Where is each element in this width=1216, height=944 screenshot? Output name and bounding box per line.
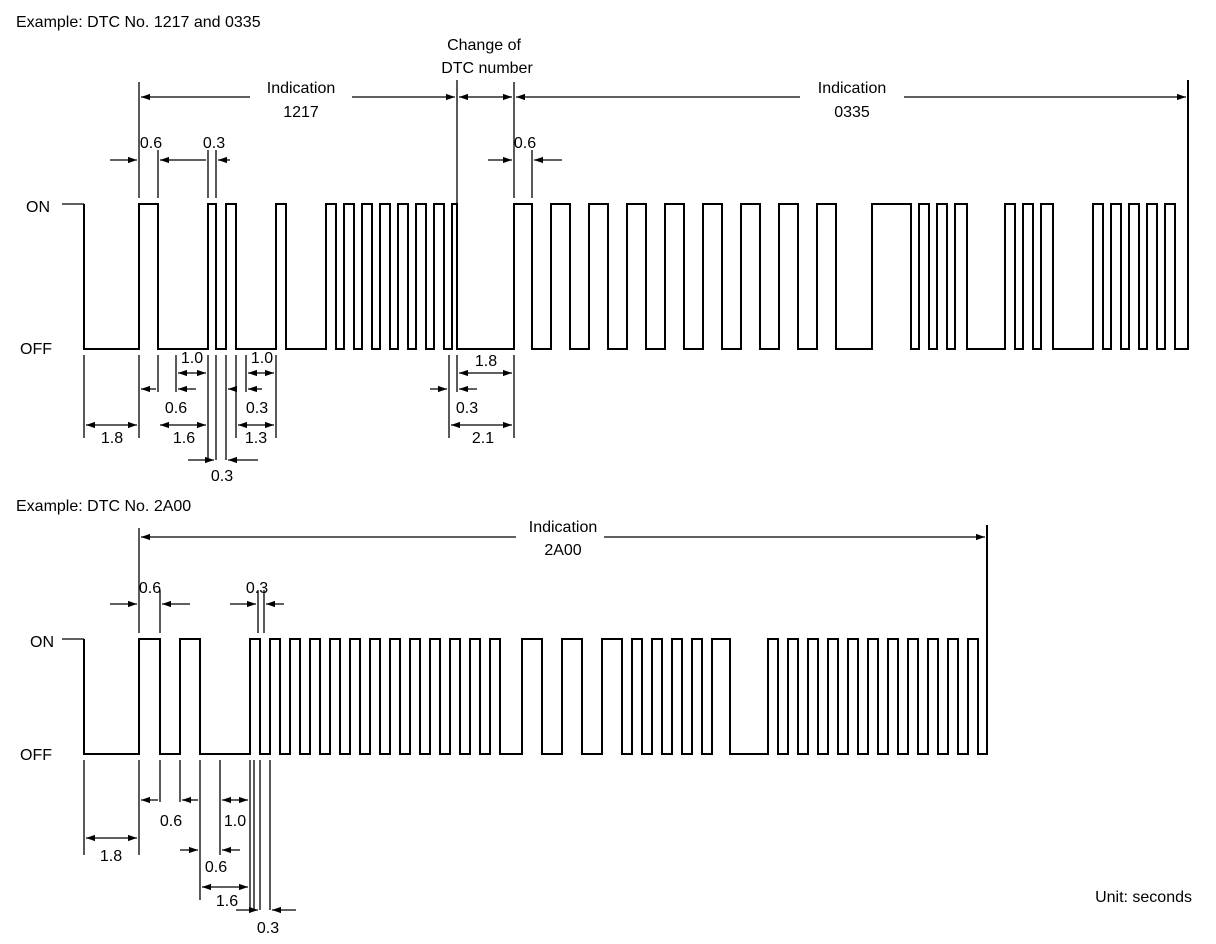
- top-diagram: Example: DTC No. 1217 and 0335 ON OFF In…: [16, 14, 1189, 485]
- bottom-example-title: Example: DTC No. 2A00: [16, 498, 191, 515]
- top-dim-short-0-3: 0.3: [246, 400, 268, 417]
- bottom-dim-short-0-6-b: 0.6: [205, 859, 227, 876]
- top-dim-long-1-8: 1.8: [101, 430, 123, 447]
- top-dim-short-1-0-b: 1.0: [251, 350, 273, 367]
- bottom-dim-long-1-8: 1.8: [100, 848, 122, 865]
- top-off-label: OFF: [20, 341, 52, 358]
- top-dim-long-2-1: 2.1: [472, 430, 494, 447]
- top-dim-long-0-3: 0.3: [211, 468, 233, 485]
- top-indication-1217-line1: Indication: [267, 80, 336, 97]
- top-dim-short-0-6: 0.6: [165, 400, 187, 417]
- top-waveform: [83, 80, 1189, 350]
- bottom-waveform: [83, 525, 988, 755]
- top-dim-on-0-3: 0.3: [203, 135, 225, 152]
- top-indication-0335-line2: 0335: [834, 104, 870, 121]
- top-dim-short-1-0-a: 1.0: [181, 350, 203, 367]
- top-change-line2: DTC number: [441, 60, 533, 77]
- unit-label: Unit: seconds: [1095, 889, 1192, 906]
- bottom-indication-2a00-line2: 2A00: [544, 542, 581, 559]
- top-indication-0335-line1: Indication: [818, 80, 887, 97]
- bottom-diagram: Example: DTC No. 2A00 ON OFF Indication …: [16, 498, 988, 937]
- top-dim-on-0-6-second: 0.6: [514, 135, 536, 152]
- bottom-dim-long-0-3: 0.3: [257, 920, 279, 937]
- top-on-label: ON: [26, 199, 50, 216]
- bottom-dim-long-1-6: 1.6: [216, 893, 238, 910]
- bottom-indication-2a00-line1: Indication: [529, 519, 598, 536]
- bottom-dim-short-1-0: 1.0: [224, 813, 246, 830]
- top-dim-long-1-6: 1.6: [173, 430, 195, 447]
- bottom-dim-on-0-3: 0.3: [246, 580, 268, 597]
- top-dim-change-0-3: 0.3: [456, 400, 478, 417]
- top-change-line1: Change of: [447, 37, 521, 54]
- top-dim-long-1-3: 1.3: [245, 430, 267, 447]
- top-dim-change-1-8: 1.8: [475, 353, 497, 370]
- bottom-dim-short-0-6-a: 0.6: [160, 813, 182, 830]
- top-example-title: Example: DTC No. 1217 and 0335: [16, 14, 261, 31]
- bottom-off-label: OFF: [20, 747, 52, 764]
- top-indication-1217-line2: 1217: [283, 104, 319, 121]
- top-dim-on-0-6: 0.6: [140, 135, 162, 152]
- bottom-dim-on-0-6: 0.6: [139, 580, 161, 597]
- bottom-on-label: ON: [30, 634, 54, 651]
